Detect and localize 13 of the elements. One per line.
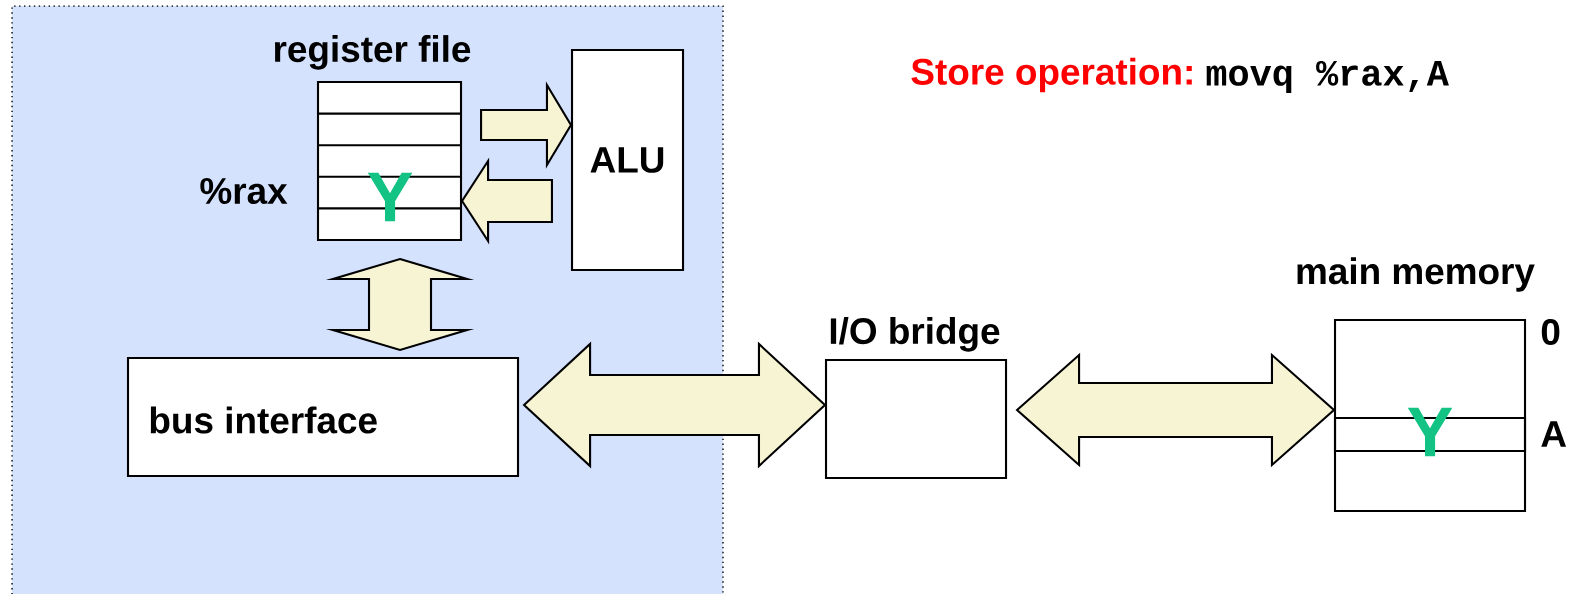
block-arrow bbox=[480, 81, 573, 169]
register-name-label: %rax bbox=[200, 177, 288, 204]
instruction-code: movq %rax,A bbox=[1206, 60, 1449, 94]
address-label: 0 bbox=[1541, 318, 1560, 346]
heading-label: main memory bbox=[1297, 257, 1535, 292]
alu-box: ALU bbox=[570, 48, 685, 272]
heading-label: register file bbox=[274, 35, 471, 70]
heading-label: I/O bridge bbox=[830, 317, 1000, 352]
address-label: A bbox=[1541, 421, 1567, 447]
block-arrow bbox=[460, 157, 553, 245]
box-label: bus interface bbox=[150, 406, 377, 434]
title: Store operation: bbox=[911, 57, 1192, 93]
memory-value: Y bbox=[1407, 407, 1453, 457]
